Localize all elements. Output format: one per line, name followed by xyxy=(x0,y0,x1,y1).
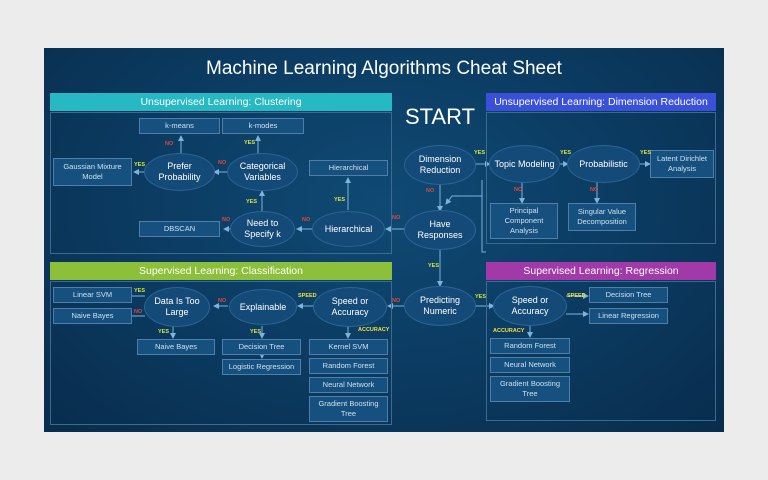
box-kernel-svm: Kernel SVM xyxy=(309,339,388,355)
box-gaussian-mixture: Gaussian Mixture Model xyxy=(53,158,132,186)
box-pca: Principal Component Analysis xyxy=(490,203,558,239)
edge-accuracy-cls: ACCURACY xyxy=(358,327,390,333)
dimension-panel xyxy=(486,112,716,244)
node-categorical-variables: Categorical Variables xyxy=(228,154,297,190)
box-hierarchical: Hierarchical xyxy=(309,160,388,176)
edge-no-dimred: NO xyxy=(426,188,435,194)
classification-panel xyxy=(50,281,392,425)
box-latent-dirichlet: Latent Dirichlet Analysis xyxy=(650,150,714,178)
edge-accuracy-reg: ACCURACY xyxy=(493,328,525,334)
page-title: Machine Learning Algorithms Cheat Sheet xyxy=(206,58,562,79)
clustering-header: Unsupervised Learning: Clustering xyxy=(50,93,392,111)
edge-yes-need-k: YES xyxy=(246,199,258,205)
node-dimension-reduction: Dimension Reduction xyxy=(405,146,475,184)
box-neural-network-reg: Neural Network xyxy=(490,357,570,373)
edge-no-data-large: NO xyxy=(134,309,143,315)
node-have-responses: Have Responses xyxy=(405,211,475,249)
box-svd: Singular Value Decomposition xyxy=(568,203,636,231)
box-neural-network-cls: Neural Network xyxy=(309,377,388,393)
edge-yes-hierarchical: YES xyxy=(334,197,346,203)
node-data-too-large: Data Is Too Large xyxy=(145,288,209,326)
box-random-forest-reg: Random Forest xyxy=(490,338,570,354)
dimension-header: Unsupervised Learning: Dimension Reducti… xyxy=(486,93,716,111)
classification-header: Supervised Learning: Classification xyxy=(50,262,392,280)
regression-panel xyxy=(486,281,716,421)
box-gradient-boosting-tree-cls: Gradient Boosting Tree xyxy=(309,396,388,422)
box-random-forest-cls: Random Forest xyxy=(309,358,388,374)
edge-no-categorical: NO xyxy=(218,160,227,166)
node-speed-or-accuracy-reg: Speed or Accuracy xyxy=(494,287,566,325)
edge-yes-dimred: YES xyxy=(474,150,486,156)
box-decision-tree-reg: Decision Tree xyxy=(589,287,668,303)
edge-no-prefer-prob: NO xyxy=(165,141,174,147)
start-label: START xyxy=(404,104,476,129)
node-predicting-numeric: Predicting Numeric xyxy=(405,287,475,325)
edge-yes-predicting: YES xyxy=(475,294,487,300)
node-speed-or-accuracy-cls: Speed or Accuracy xyxy=(314,288,386,326)
node-explainable: Explainable xyxy=(230,290,296,324)
edge-no-probabilistic: NO xyxy=(590,187,599,193)
box-naive-bayes-2: Naive Bayes xyxy=(137,339,215,355)
node-need-to-specify-k: Need to Specify k xyxy=(231,212,294,246)
node-topic-modeling: Topic Modeling xyxy=(490,146,559,182)
edge-yes-categorical: YES xyxy=(244,140,256,146)
edge-speed-cls: SPEED xyxy=(298,293,317,299)
edge-yes-explainable: YES xyxy=(250,329,262,335)
node-probabilistic: Probabilistic xyxy=(568,146,639,182)
regression-header: Supervised Learning: Regression xyxy=(486,262,716,280)
box-gradient-boosting-tree-reg: Gradient Boosting Tree xyxy=(490,376,570,402)
edge-speed-reg: SPEED xyxy=(567,293,586,299)
edge-yes-probabilistic: YES xyxy=(640,150,652,156)
box-dbscan: DBSCAN xyxy=(139,221,220,237)
edge-yes-data-large: YES xyxy=(134,288,146,294)
node-hierarchical: Hierarchical xyxy=(313,212,384,246)
edge-no-topic: NO xyxy=(514,187,523,193)
box-kmodes: k-modes xyxy=(222,118,304,134)
edge-no-need-k: NO xyxy=(222,217,231,223)
edge-no-predicting: NO xyxy=(392,298,401,304)
edge-no-have-responses: NO xyxy=(392,215,401,221)
box-logistic-regression: Logistic Regression xyxy=(222,359,301,375)
edge-yes-topic: YES xyxy=(560,150,572,156)
node-prefer-probability: Prefer Probability xyxy=(145,154,214,190)
box-linear-regression: Linear Regression xyxy=(589,308,668,324)
edge-yes-prefer-prob: YES xyxy=(134,162,146,168)
clustering-panel xyxy=(50,112,392,254)
box-linear-svm: Linear SVM xyxy=(53,287,132,303)
edge-no-hierarchical: NO xyxy=(302,217,311,223)
box-kmeans: k-means xyxy=(139,118,220,134)
box-naive-bayes-1: Naive Bayes xyxy=(53,308,132,324)
edge-yes-have-responses: YES xyxy=(428,263,440,269)
edge-no-explainable: NO xyxy=(218,298,227,304)
box-decision-tree-cls: Decision Tree xyxy=(222,339,301,355)
edge-yes-data-large-down: YES xyxy=(158,329,170,335)
